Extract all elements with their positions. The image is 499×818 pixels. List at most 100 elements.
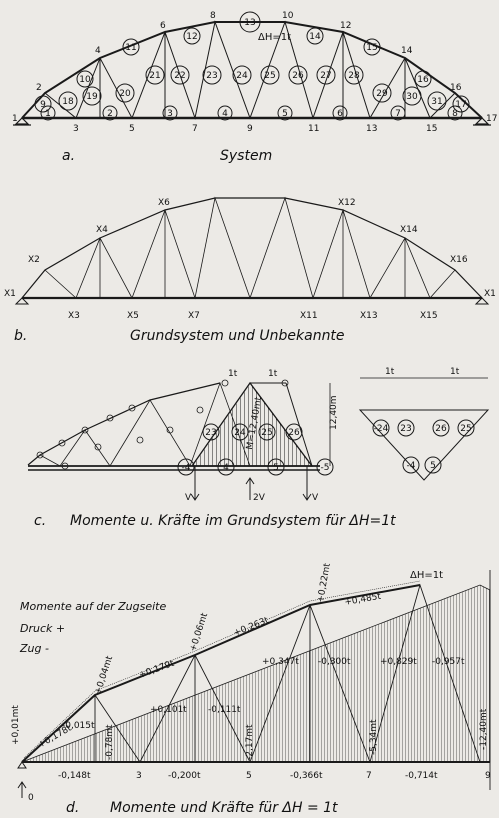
member-label: 3 [167,109,173,119]
member-label: 12 [186,32,197,42]
node-number: 9 [247,124,253,134]
force-label: 1t [268,369,278,379]
force-label: -0,015t [62,721,95,731]
member-label: 26 [288,428,300,438]
force-label: -0,957t [432,657,465,667]
member-label: 11 [125,43,136,53]
member-label: 15 [366,43,377,53]
member-label: 23 [206,71,217,81]
unknown-label: X3 [68,311,80,321]
node-number: 11 [308,124,319,134]
caption-letter-c: c. [34,513,46,529]
force-label: 1t [228,369,238,379]
member-label: 18 [62,97,74,107]
force-label: +0,179t [138,659,176,681]
node-number: 7 [366,771,372,781]
load-label: ΔH=1t [258,32,291,43]
member-label: 7 [395,109,401,119]
member-label: 10 [79,75,91,85]
web-right [285,382,313,467]
member-label: 17 [455,100,466,110]
force-label: +0,101t [150,705,187,715]
force-label: -0,300t [318,657,351,667]
unknown-label: X1 [484,289,496,299]
unknown-label: X1 [4,289,16,299]
force-label: +0,263t [232,616,270,639]
member-label: 5 [430,461,436,471]
unknown-label: X15 [420,311,438,321]
node-number: 7 [192,124,198,134]
height-label: 12,40m [329,395,339,430]
node-number: 3 [136,771,142,781]
moment-triangle [190,381,314,467]
member-label: 5 [282,109,288,119]
unknown-label: X12 [338,198,356,208]
caption-b: Grundsystem und Unbekannte [130,328,345,344]
top-chord [27,382,221,466]
web-members [94,583,481,764]
top-chord [21,21,483,119]
member-label: 25 [261,428,272,438]
unknown-label: X6 [158,198,170,208]
member-label: -5 [321,463,330,473]
unknown-label: X16 [450,255,468,265]
node-number: 10 [282,11,294,21]
node-number: 2 [36,83,42,93]
force-label: -0,111t [208,705,241,715]
node-number: 12 [340,21,351,31]
v-center-arrow [245,477,255,500]
node-number: 17 [486,114,497,124]
origin-label: 0 [28,793,34,803]
node-numbers: 2 4 6 8 10 12 14 16 1 3 5 7 9 11 13 15 1… [12,11,497,134]
caption-letter-d: d. [66,800,79,816]
node-number: 8 [210,11,216,21]
caption-c: Momente u. Kräfte im Grundsystem für ΔH=… [70,513,396,529]
v-left-arrow [190,466,200,501]
v-label: V [185,493,192,503]
member-label: 26 [435,424,447,434]
force-label: -0,148t [58,771,91,781]
member-label: 6 [337,109,343,119]
member-label: 9 [40,100,46,110]
member-label: 23 [400,424,411,434]
panel-d-moments-forces: Momente auf der Zugseite Druck + Zug - Δ… [11,562,491,816]
web-members [39,381,251,467]
unknown-label: X7 [188,311,200,321]
legend-title: Momente auf der Zugseite [20,600,166,613]
member-label: -4 [182,463,191,473]
member-label: 4 [223,463,229,473]
web-members [44,20,456,120]
member-label: 8 [452,109,458,119]
member-label: 30 [406,92,418,102]
node-number: 6 [160,21,166,31]
force-polygon [358,409,490,481]
member-label: -24 [374,424,389,434]
node-number: 3 [73,124,79,134]
force-label: 1t [450,367,460,377]
caption-letter-a: a. [62,148,75,164]
force-label: 1t [385,367,395,377]
force-label: +0,829t [380,657,417,667]
node-number: 5 [246,771,252,781]
member-label: 24 [236,71,248,81]
member-label: 22 [174,71,185,81]
panel-a-system: 9 10 11 12 13 14 15 16 17 18 19 20 21 22… [12,11,497,164]
member-label: 25 [264,71,275,81]
member-label: 1 [45,109,51,119]
node-number: 4 [95,46,101,56]
node-number: 15 [426,124,437,134]
right-support [473,117,491,126]
moment-label: +0,01mt [11,705,21,745]
caption-d: Momente und Kräfte für ΔH = 1t [110,800,338,816]
moment-label: +0,04mt [93,654,115,695]
caption-a: System [220,148,272,164]
legend-druck: Druck + [20,622,65,635]
force-label: -2,17mt [245,724,255,760]
node-number: 9 [485,771,491,781]
legend-zug: Zug - [19,642,49,655]
node-number: 16 [450,83,462,93]
member-label: 28 [348,71,360,81]
panel-b-base-system: X1 X2 X3 X4 X5 X6 X7 X11 X12 X13 X14 X15… [4,196,496,344]
